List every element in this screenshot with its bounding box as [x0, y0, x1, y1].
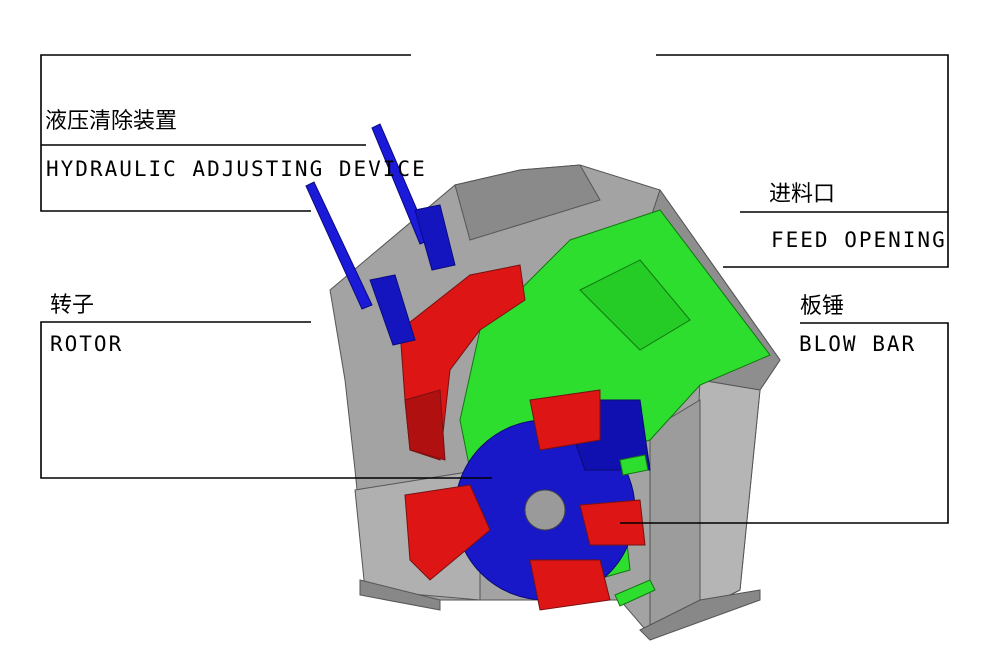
leader-lines	[40, 54, 949, 524]
blowbar-label-en: BLOW BAR	[799, 332, 917, 356]
rotor-label-zh: 转子	[50, 293, 95, 318]
hydraulic-label-zh: 液压清除装置	[45, 109, 178, 134]
hydraulic-label-en: HYDRAULIC ADJUSTING DEVICE	[46, 157, 427, 181]
rotor-assembly	[404, 389, 651, 611]
blow-bars	[404, 389, 646, 611]
feed-label-en: FEED OPENING	[771, 228, 947, 252]
feed-label-zh: 进料口	[769, 182, 836, 207]
impact-plate	[399, 264, 526, 461]
rotor-label-en: ROTOR	[50, 332, 124, 356]
blowbar-label-zh: 板锤	[800, 294, 845, 319]
hydraulic-cylinders	[305, 123, 456, 346]
green-rods	[614, 454, 656, 607]
